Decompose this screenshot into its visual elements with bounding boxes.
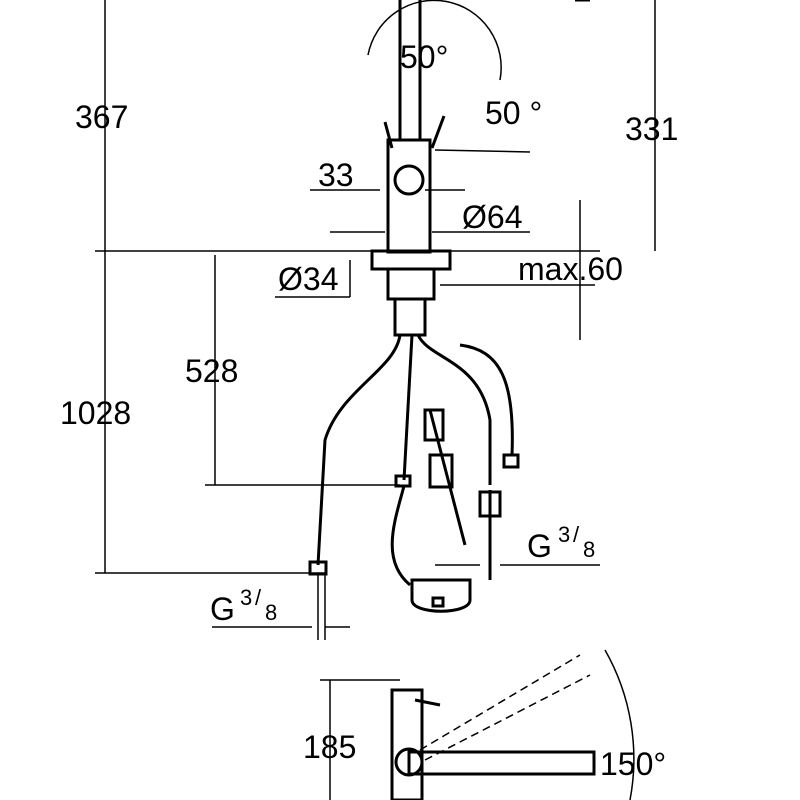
lever-angle-side-label: 50 ° (485, 95, 542, 131)
top-view-depth-label: 185 (303, 729, 356, 765)
height-outlet-label: 331 (625, 111, 678, 147)
lever-angle-front-label: 50° (400, 39, 448, 75)
hole-diameter-label: Ø34 (278, 261, 338, 297)
thread-letter: G (527, 528, 552, 564)
thread-letter: G (210, 591, 235, 627)
connection-left-label: G 3 / 8 (210, 585, 277, 627)
max-thickness-label: max.60 (518, 251, 623, 287)
hose-depth-label: 528 (185, 353, 238, 389)
hose-length-label: 1028 (60, 395, 131, 431)
thread-numerator: 3 (558, 522, 570, 547)
dimension-lines (95, 0, 656, 640)
top-view (320, 649, 635, 800)
lever-offset-label: 33 (318, 157, 354, 193)
faucet-body (370, 0, 590, 337)
hoses (308, 334, 520, 613)
svg-text:/: / (255, 585, 262, 610)
thread-numerator: 3 (240, 585, 252, 610)
thread-denominator: 8 (583, 537, 595, 562)
body-diameter-label: Ø64 (462, 199, 522, 235)
connection-right-label: G 3 / 8 (527, 522, 595, 564)
svg-text:/: / (573, 522, 580, 547)
thread-denominator: 8 (265, 600, 277, 625)
height-spout-label: 367 (75, 99, 128, 135)
swivel-angle-label: 150° (600, 746, 666, 782)
